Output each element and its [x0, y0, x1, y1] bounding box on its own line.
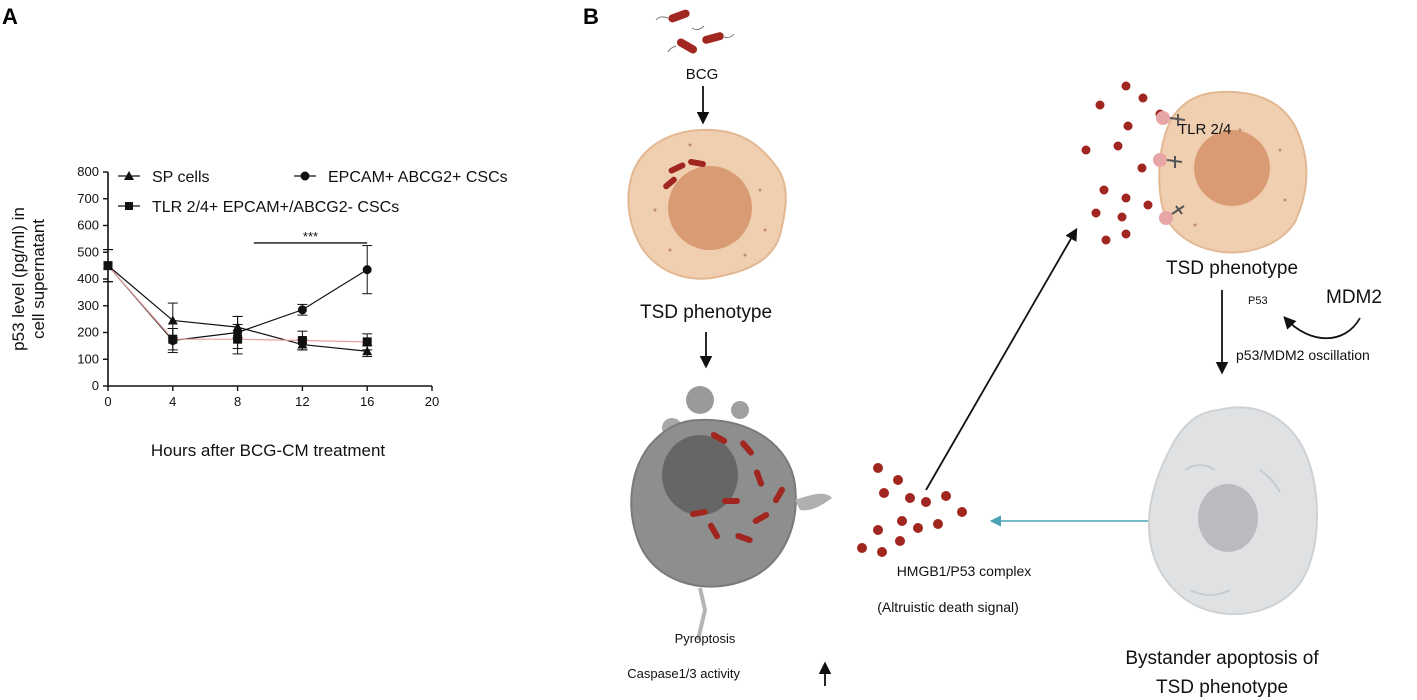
mdm2-curved-arrow: [1283, 316, 1361, 339]
tlr-receptor-icons: [1153, 111, 1186, 225]
x-tick-label: 8: [234, 394, 241, 409]
data-point-circle: [362, 265, 372, 275]
bystander-label-line2: TSD phenotype: [1156, 677, 1288, 698]
pyroptotic-cell: [630, 386, 832, 641]
tsd-cell-right: [1158, 90, 1308, 254]
y-tick-label: 0: [92, 378, 99, 393]
legend-circle-marker: [300, 171, 310, 181]
chart-legend: SP cells EPCAM+ ABCG2+ CSCs TLR 2/4+ EPC…: [118, 169, 508, 216]
y-tick-label: 600: [77, 218, 99, 233]
tsd-phenotype-left-label: TSD phenotype: [640, 302, 772, 323]
bystander-apoptotic-cell: [1147, 406, 1318, 616]
legend-item-sp-cells: SP cells: [118, 169, 210, 186]
panel-a-letter: A: [2, 4, 18, 29]
altruistic-label: (Altruistic death signal): [877, 599, 1019, 615]
x-tick-label: 16: [360, 394, 374, 409]
nucleus-left: [668, 166, 752, 250]
y-axis-title-line1: p53 level (pg/ml) in: [9, 207, 28, 351]
y-tick-label: 800: [77, 164, 99, 179]
data-point-square: [233, 334, 243, 344]
significance-label: ***: [303, 229, 318, 244]
y-tick-label: 100: [77, 351, 99, 366]
data-point-triangle: [362, 346, 373, 356]
data-point-circle: [297, 305, 307, 315]
bcg-label: BCG: [686, 66, 719, 83]
y-tick-label: 200: [77, 325, 99, 340]
legend-sp-cells: SP cells: [152, 169, 210, 186]
y-axis-title-line2: cell supernatant: [29, 219, 48, 339]
y-tick-label: 700: [77, 191, 99, 206]
caspase-label: Caspase1/3 activity: [627, 666, 740, 681]
series-marks: [103, 245, 373, 358]
nucleus-right: [1194, 130, 1270, 206]
legend-epcam-abcg2: EPCAM+ ABCG2+ CSCs: [328, 169, 508, 186]
y-axis-ticks: 0 100 200 300 400 500 600 700 800: [77, 164, 108, 393]
legend-triangle-marker: [124, 171, 134, 180]
data-point-square: [168, 334, 178, 344]
x-axis-title: Hours after BCG-CM treatment: [151, 441, 386, 460]
bcg-bacteria-icon: [655, 9, 735, 54]
legend-square-marker: [125, 202, 133, 210]
y-tick-label: 300: [77, 298, 99, 313]
legend-tlr: TLR 2/4+ EPCAM+/ABCG2- CSCs: [152, 199, 399, 216]
mdm2-label: MDM2: [1326, 287, 1382, 308]
data-point-square: [297, 336, 307, 346]
pyroptosis-label: Pyroptosis: [675, 631, 736, 646]
extracellular-dots: [1081, 81, 1165, 245]
x-tick-label: 12: [295, 394, 309, 409]
legend-item-epcam-abcg2: EPCAM+ ABCG2+ CSCs: [294, 169, 508, 186]
tlr-label: TLR 2/4: [1178, 121, 1231, 138]
y-tick-label: 400: [77, 271, 99, 286]
hmgb1-label: HMGB1/P53 complex: [897, 563, 1032, 579]
bystander-label-line1: Bystander apoptosis of: [1125, 648, 1319, 669]
arrow-signal-to-tsd-right: [925, 227, 1078, 491]
y-tick-label: 500: [77, 244, 99, 259]
data-point-square: [103, 261, 113, 271]
oscillation-label: p53/MDM2 oscillation: [1236, 347, 1370, 363]
tsd-cell-left: [627, 128, 787, 280]
x-axis-ticks: 0 4 8 12 16 20: [104, 386, 439, 409]
tsd-phenotype-right-label: TSD phenotype: [1166, 258, 1298, 279]
hmgb1-dots: [857, 463, 967, 557]
p53-label: P53: [1248, 295, 1268, 307]
data-point-triangle: [167, 315, 178, 325]
legend-item-tlr: TLR 2/4+ EPCAM+/ABCG2- CSCs: [118, 199, 399, 216]
x-tick-label: 20: [425, 394, 439, 409]
data-point-square: [362, 337, 372, 347]
panel-b-letter: B: [583, 4, 599, 29]
x-tick-label: 0: [104, 394, 111, 409]
x-tick-label: 4: [169, 394, 176, 409]
